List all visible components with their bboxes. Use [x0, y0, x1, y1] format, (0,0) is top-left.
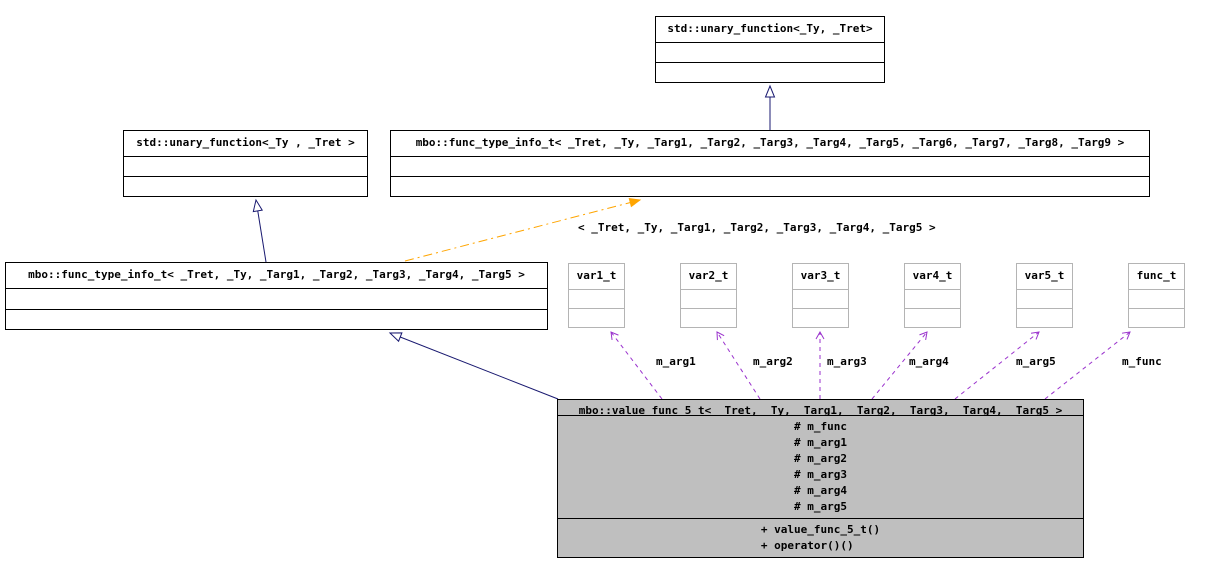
- class-title: std::unary_function<_Ty, _Tret>: [656, 17, 884, 43]
- template-instantiation-edge-label: < _Tret, _Ty, _Targ1, _Targ2, _Targ3, _T…: [578, 221, 936, 234]
- empty-attributes-compartment: [1017, 290, 1072, 309]
- class-box-func-t: func_t: [1128, 263, 1185, 328]
- methods-compartment: + value_func_5_t() + operator()(): [558, 519, 1083, 557]
- empty-methods-compartment: [656, 63, 884, 82]
- empty-attributes-compartment: [681, 290, 736, 309]
- usage-edge-label-m-func: m_func: [1122, 355, 1162, 368]
- class-box-std-unary-function[interactable]: std::unary_function<_Ty, _Tret>: [655, 16, 885, 83]
- empty-methods-compartment: [905, 309, 960, 327]
- usage-edge-label-m-arg1: m_arg1: [656, 355, 696, 368]
- empty-methods-compartment: [391, 177, 1149, 196]
- class-box-var3-t: var3_t: [792, 263, 849, 328]
- attribute-item: # m_arg4: [794, 484, 847, 497]
- usage-edge-label-m-arg5: m_arg5: [1016, 355, 1056, 368]
- class-box-var2-t: var2_t: [680, 263, 737, 328]
- class-box-var4-t: var4_t: [904, 263, 961, 328]
- empty-methods-compartment: [6, 310, 547, 330]
- method-item: + value_func_5_t(): [760, 523, 881, 536]
- empty-methods-compartment: [1129, 309, 1184, 327]
- attribute-item: # m_arg3: [794, 468, 847, 481]
- class-box-std-unary-function-spec[interactable]: std::unary_function<_Ty , _Tret >: [123, 130, 368, 197]
- empty-attributes-compartment: [6, 289, 547, 310]
- empty-methods-compartment: [569, 309, 624, 327]
- empty-methods-compartment: [124, 177, 367, 196]
- empty-attributes-compartment: [569, 290, 624, 309]
- empty-methods-compartment: [681, 309, 736, 327]
- usage-edge-label-m-arg3: m_arg3: [827, 355, 867, 368]
- class-box-func-type-info-spec[interactable]: mbo::func_type_info_t< _Tret, _Ty, _Targ…: [5, 262, 548, 330]
- class-title: var1_t: [569, 264, 624, 290]
- empty-attributes-compartment: [391, 157, 1149, 177]
- class-title: var4_t: [905, 264, 960, 290]
- usage-edge-label-m-arg2: m_arg2: [753, 355, 793, 368]
- attributes-compartment: # m_func # m_arg1 # m_arg2 # m_arg3 # m_…: [558, 416, 1083, 519]
- attribute-item: # m_arg2: [794, 452, 847, 465]
- usage-edge-m-func: [1044, 331, 1131, 400]
- method-item: + operator()(): [760, 539, 854, 552]
- empty-attributes-compartment: [1129, 290, 1184, 309]
- class-box-var5-t: var5_t: [1016, 263, 1073, 328]
- attribute-item: # m_arg1: [794, 436, 847, 449]
- class-box-func-type-info-general[interactable]: mbo::func_type_info_t< _Tret, _Ty, _Targ…: [390, 130, 1150, 197]
- inheritance-edge-value-to-spec: [388, 332, 559, 400]
- class-title: var2_t: [681, 264, 736, 290]
- class-title: func_t: [1129, 264, 1184, 290]
- empty-attributes-compartment: [905, 290, 960, 309]
- class-box-value-func-5-t: mbo::value_func_5_t< _Tret, _Ty, _Targ1,…: [557, 399, 1084, 558]
- class-title: mbo::func_type_info_t< _Tret, _Ty, _Targ…: [391, 131, 1149, 157]
- class-title: mbo::func_type_info_t< _Tret, _Ty, _Targ…: [6, 263, 547, 289]
- attribute-item: # m_arg5: [794, 500, 847, 513]
- class-box-var1-t: var1_t: [568, 263, 625, 328]
- inheritance-edge-spec-to-unary: [252, 198, 267, 263]
- empty-methods-compartment: [793, 309, 848, 327]
- empty-attributes-compartment: [793, 290, 848, 309]
- empty-attributes-compartment: [656, 43, 884, 63]
- attribute-item: # m_func: [794, 420, 847, 433]
- class-title: var3_t: [793, 264, 848, 290]
- usage-edge-label-m-arg4: m_arg4: [909, 355, 949, 368]
- class-title: mbo::value_func_5_t< _Tret, _Ty, _Targ1,…: [558, 400, 1083, 416]
- empty-attributes-compartment: [124, 157, 367, 177]
- usage-edge-m-arg1: [610, 331, 663, 400]
- class-title: var5_t: [1017, 264, 1072, 290]
- empty-methods-compartment: [1017, 309, 1072, 327]
- class-title: std::unary_function<_Ty , _Tret >: [124, 131, 367, 157]
